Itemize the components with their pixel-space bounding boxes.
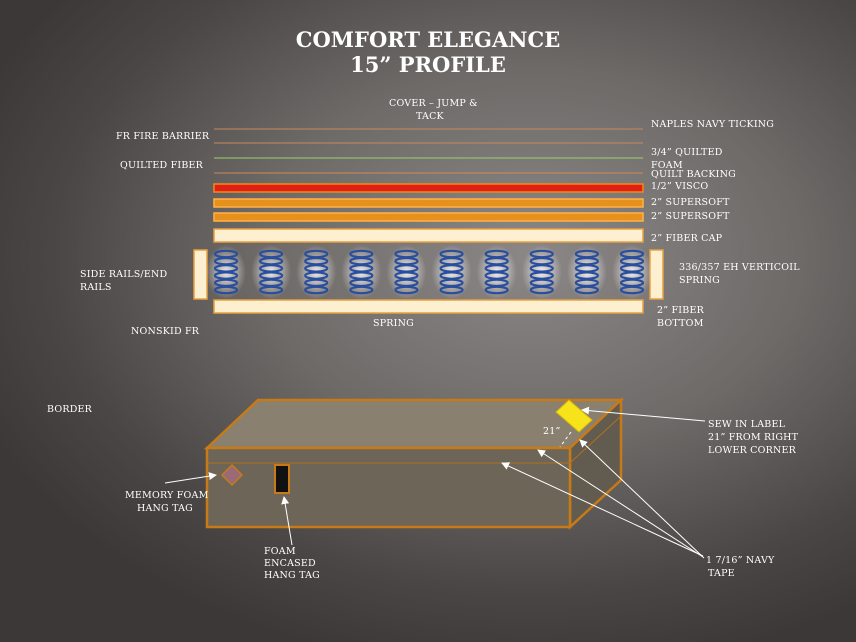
label-foam-encased-line1: FOAM [264,546,296,557]
arrow-foam-encased [281,496,293,546]
label-spring: SPRING [373,318,414,329]
side-rail-left [193,249,208,300]
label-side-rails-line1: SIDE RAILS/END [80,269,168,280]
mattress-front-face [205,446,572,529]
label-spring-type-line1: 336/357 EH VERTICOIL [679,262,800,273]
visco-layer [213,183,644,193]
mattress-top-face [203,398,625,450]
supersoft-layer-1 [213,198,644,208]
page-title-line1: COMFORT ELEGANCE [295,27,561,52]
label-side-rails-line2: RAILS [80,282,112,293]
spring-coil [431,245,472,299]
label-cover-line2: TACK [416,111,444,122]
label-supersoft-1: 2” SUPERSOFT [651,197,730,208]
spring-coil [476,245,517,299]
spring-coil [612,245,652,299]
label-spring-type-line2: SPRING [679,275,720,286]
spring-coil [521,245,562,299]
label-quilted-foam-line1: 3/4” QUILTED [651,147,723,158]
supersoft-layer-2 [213,212,644,222]
label-sew-in-label-line3: LOWER CORNER [708,445,796,456]
label-cover-line1: COVER – JUMP & [389,98,478,109]
spring-coil [251,245,292,299]
spring-coil [206,245,246,299]
side-rail-right [649,249,664,300]
navy-tape-line-side [569,415,622,464]
label-border: BORDER [47,404,93,415]
label-naples-navy-ticking: NAPLES NAVY TICKING [651,119,775,130]
label-memory-foam-line1: MEMORY FOAM [125,490,209,501]
memory-foam-hang-tag [220,463,244,487]
page-title-line2: 15” PROFILE [350,52,506,77]
arrow-navy-tape-2 [537,449,704,558]
label-memory-foam-line2: HANG TAG [137,503,193,514]
label-supersoft-2: 2” SUPERSOFT [651,211,730,222]
label-foam-encased-line3: HANG TAG [264,570,320,581]
label-foam-encased-line2: ENCASED [264,558,316,569]
foam-encased-hang-tag [274,464,290,494]
arrow-navy-tape-3 [579,439,705,559]
sew-in-label [555,399,593,433]
label-quilt-backing: QUILT BACKING [651,169,736,180]
label-fr-fire-barrier: FR FIRE BARRIER [116,131,210,142]
fiber-bottom-layer [213,299,644,314]
label-nonskid-fr: NONSKID FR [131,326,200,337]
arrow-sew-label [581,406,706,422]
label-fiber-bottom-line1: 2” FIBER [657,305,704,316]
label-quilted-foam-line2: FOAM [651,160,683,171]
spring-coil [386,245,427,299]
spring-coil [296,245,337,299]
label-fiber-bottom-line2: BOTTOM [657,318,704,329]
label-sew-in-label-line1: SEW IN LABEL [708,419,786,430]
spring-coil [341,245,382,299]
fiber-cap-layer [213,228,644,243]
arrow-navy-tape-1 [501,462,704,557]
label-fiber-cap: 2” FIBER CAP [651,233,723,244]
label-distance-21: 21” [543,426,561,437]
spring-coils [206,245,652,299]
label-quilted-fiber: QUILTED FIBER [120,160,204,171]
label-navy-tape-line1: 1 7/16” NAVY [706,555,775,566]
label-navy-tape-line2: TAPE [708,568,735,579]
arrow-memory-foam [164,472,217,484]
label-sew-in-label-line2: 21” FROM RIGHT [708,432,799,443]
label-visco: 1/2” VISCO [651,181,709,192]
spring-coil [566,245,607,299]
